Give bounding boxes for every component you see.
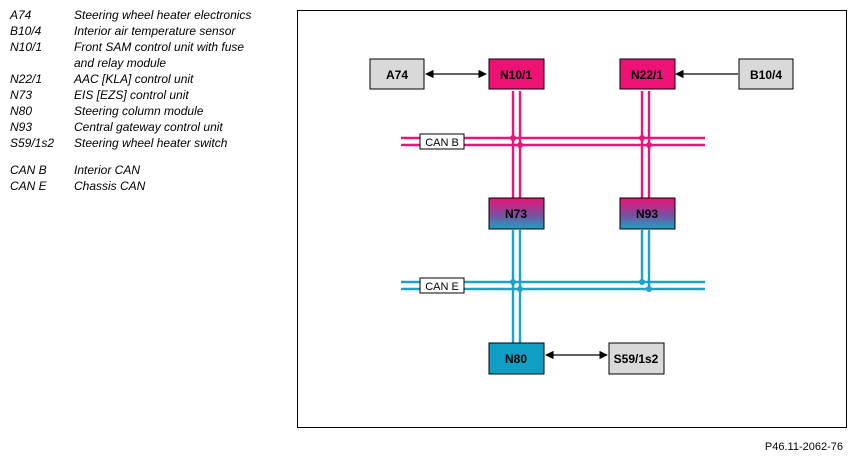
legend-desc: Interior CAN [74,163,141,177]
legend-code: A74 [10,8,32,22]
legend-row-can-e: CAN E Chassis CAN [10,178,280,194]
box-n10-1: N10/1 [488,58,545,90]
legend-code: N93 [10,120,33,134]
legend-desc: Steering wheel heater electronics [74,8,252,22]
legend-row-s59-1s2: S59/1s2 Steering wheel heater switch [10,135,280,151]
box-a74-label: A74 [386,68,408,82]
legend-desc: Front SAM control unit with fuse and rel… [74,40,245,70]
legend-row-n73: N73 EIS [EZS] control unit [10,87,280,103]
box-n10-1-label: N10/1 [500,68,532,82]
box-s59-1s2-label: S59/1s2 [614,352,659,366]
figure-reference: P46.11-2062-76 [764,441,843,453]
network-diagram: CAN B CAN E A74 N10/1 N22/1 B10/4 N [369,58,794,375]
legend-code: N80 [10,104,33,118]
box-n80: N80 [488,342,545,375]
legend-row-b10-4: B10/4 Interior air temperature sensor [10,23,280,39]
legend: A74 Steering wheel heater electronics B1… [10,7,280,194]
can-b-label-text: CAN B [425,137,459,149]
legend-desc: Steering wheel heater switch [74,136,228,150]
legend-desc: AAC [KLA] control unit [74,72,194,86]
legend-code: N10/1 [10,40,43,54]
box-n22-1: N22/1 [619,58,676,90]
legend-code: N22/1 [10,72,43,86]
box-n80-label: N80 [505,352,527,366]
box-b10-4-label: B10/4 [750,68,782,82]
legend-code: S59/1s2 [10,136,55,150]
legend-code: CAN E [10,179,47,193]
legend-row-n22-1: N22/1 AAC [KLA] control unit [10,71,280,87]
legend-desc: Chassis CAN [74,179,146,193]
box-n73: N73 [488,197,545,230]
can-e-label: CAN E [419,277,465,294]
legend-row-n80: N80 Steering column module [10,103,280,119]
legend-row-n93: N93 Central gateway control unit [10,119,280,135]
legend-code: B10/4 [10,24,42,38]
legend-desc: Steering column module [74,104,204,118]
box-s59-1s2: S59/1s2 [608,342,665,375]
box-n22-1-label: N22/1 [631,68,663,82]
legend-row-can-b: CAN B Interior CAN [10,162,280,178]
legend-code: N73 [10,88,33,102]
legend-desc: Central gateway control unit [74,120,223,134]
link-n93-can-e [640,230,651,289]
diagram-frame: CAN B CAN E A74 N10/1 N22/1 B10/4 N [297,10,847,428]
legend-code: CAN B [10,163,47,177]
legend-row-n10-1: N10/1 Front SAM control unit with fuse a… [10,39,280,71]
legend-desc: EIS [EZS] control unit [74,88,189,102]
legend-gap [10,151,280,162]
box-b10-4: B10/4 [738,58,794,90]
junction-dots [510,135,652,292]
can-b-label: CAN B [419,133,465,150]
legend-desc: Interior air temperature sensor [74,24,236,38]
box-n93: N93 [619,197,676,230]
box-n93-label: N93 [636,207,658,221]
box-n73-label: N73 [505,207,527,221]
box-a74: A74 [369,58,425,90]
can-e-label-text: CAN E [425,281,459,293]
legend-row-a74: A74 Steering wheel heater electronics [10,7,280,23]
